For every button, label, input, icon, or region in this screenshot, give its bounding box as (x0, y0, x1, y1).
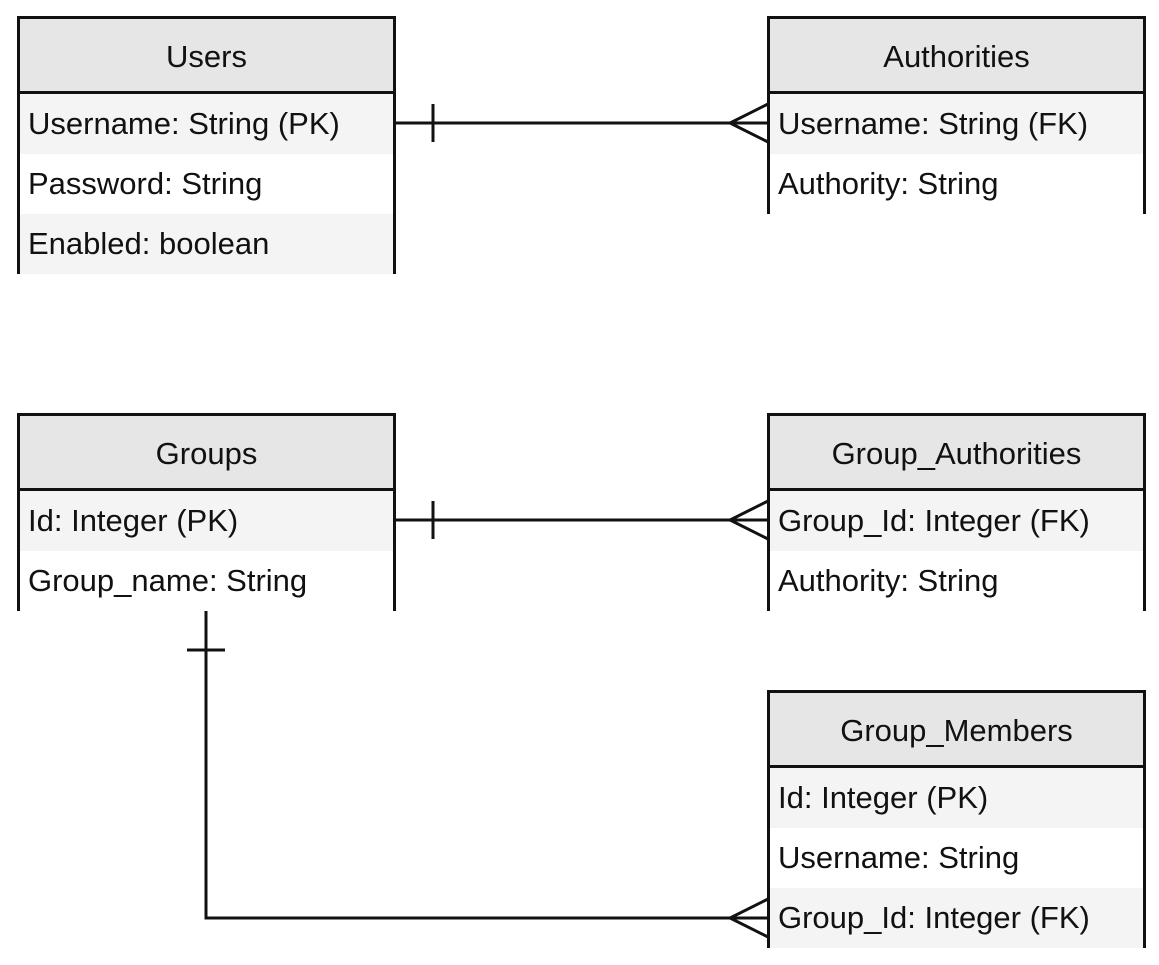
field-row: Id: Integer (PK) (770, 768, 1143, 828)
entity-fields: Username: String (PK) Password: String E… (20, 94, 393, 274)
field-row: Authority: String (770, 154, 1143, 214)
field-row: Authority: String (770, 551, 1143, 611)
entity-fields: Username: String (FK) Authority: String (770, 94, 1143, 214)
entity-title: Group_Members (770, 693, 1143, 768)
entity-group-members[interactable]: Group_Members Id: Integer (PK) Username:… (767, 690, 1146, 948)
field-row: Enabled: boolean (20, 214, 393, 274)
connector-line (204, 611, 768, 920)
entity-group-authorities[interactable]: Group_Authorities Group_Id: Integer (FK)… (767, 413, 1146, 611)
entity-users[interactable]: Users Username: String (PK) Password: St… (17, 16, 396, 274)
field-row: Id: Integer (PK) (20, 491, 393, 551)
field-row: Group_name: String (20, 551, 393, 611)
field-row: Group_Id: Integer (FK) (770, 491, 1143, 551)
entity-title: Users (20, 19, 393, 94)
relationship-users-authorities (396, 102, 769, 144)
relationship-groups-group-members (187, 611, 769, 939)
relationship-groups-group-authorities (396, 499, 769, 541)
entity-groups[interactable]: Groups Id: Integer (PK) Group_name: Stri… (17, 413, 396, 611)
entity-title: Groups (20, 416, 393, 491)
entity-fields: Id: Integer (PK) Username: String Group_… (770, 768, 1143, 948)
crow-foot-many-marker (726, 897, 769, 939)
field-row: Username: String (770, 828, 1143, 888)
entity-title: Group_Authorities (770, 416, 1143, 491)
crow-foot-many-marker (726, 499, 769, 541)
entity-authorities[interactable]: Authorities Username: String (FK) Author… (767, 16, 1146, 214)
field-row: Username: String (PK) (20, 94, 393, 154)
field-row: Username: String (FK) (770, 94, 1143, 154)
entity-title: Authorities (770, 19, 1143, 94)
entity-fields: Group_Id: Integer (FK) Authority: String (770, 491, 1143, 611)
field-row: Group_Id: Integer (FK) (770, 888, 1143, 948)
field-row: Password: String (20, 154, 393, 214)
crow-foot-many-marker (726, 102, 769, 144)
entity-fields: Id: Integer (PK) Group_name: String (20, 491, 393, 611)
